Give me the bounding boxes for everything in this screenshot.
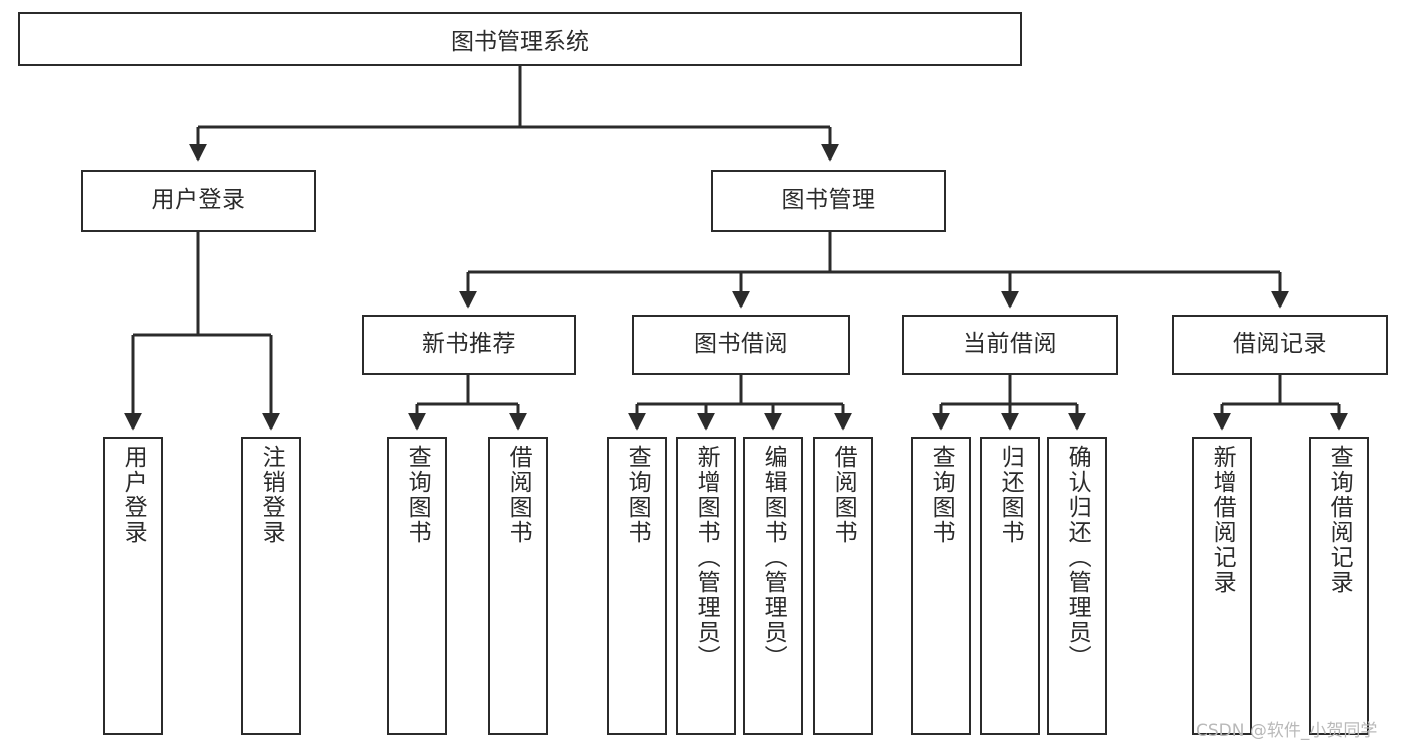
node-leaf-edit-book[interactable]: 编辑图书（管理员） — [743, 437, 803, 735]
node-user-login-label: 用户登录 — [151, 187, 246, 214]
watermark: CSDN @软件_小贺同学 — [1196, 721, 1378, 741]
node-leaf-user-login-label: 用户登录 — [120, 445, 147, 545]
node-borrow-record[interactable]: 借阅记录 — [1172, 315, 1388, 375]
node-leaf-return-book-label: 归还图书 — [997, 445, 1024, 545]
node-book-manage[interactable]: 图书管理 — [711, 170, 946, 232]
node-leaf-confirm-return[interactable]: 确认归还（管理员） — [1047, 437, 1107, 735]
node-leaf-add-book-label: 新增图书（管理员） — [693, 445, 720, 670]
node-leaf-edit-book-label: 编辑图书（管理员） — [760, 445, 787, 670]
node-leaf-add-book[interactable]: 新增图书（管理员） — [676, 437, 736, 735]
node-leaf-logout-label: 注销登录 — [258, 445, 285, 545]
node-leaf-add-record-label: 新增借阅记录 — [1209, 445, 1236, 595]
node-leaf-add-record[interactable]: 新增借阅记录 — [1192, 437, 1252, 735]
node-current-borrow[interactable]: 当前借阅 — [902, 315, 1118, 375]
node-book-manage-label: 图书管理 — [781, 187, 876, 214]
node-leaf-query-book-1[interactable]: 查询图书 — [387, 437, 447, 735]
node-leaf-query-book-2[interactable]: 查询图书 — [607, 437, 667, 735]
node-current-borrow-label: 当前借阅 — [963, 331, 1057, 358]
node-user-login[interactable]: 用户登录 — [81, 170, 316, 232]
node-leaf-query-book-3[interactable]: 查询图书 — [911, 437, 971, 735]
node-leaf-confirm-return-label: 确认归还（管理员） — [1064, 445, 1091, 670]
node-leaf-query-book-2-label: 查询图书 — [624, 445, 651, 545]
node-leaf-query-book-3-label: 查询图书 — [928, 445, 955, 545]
node-leaf-return-book[interactable]: 归还图书 — [980, 437, 1040, 735]
node-leaf-query-record[interactable]: 查询借阅记录 — [1309, 437, 1369, 735]
node-leaf-logout[interactable]: 注销登录 — [241, 437, 301, 735]
node-leaf-query-record-label: 查询借阅记录 — [1326, 445, 1353, 595]
node-book-borrow[interactable]: 图书借阅 — [632, 315, 850, 375]
node-new-book-recommend-label: 新书推荐 — [422, 331, 516, 358]
node-leaf-borrow-book-1[interactable]: 借阅图书 — [488, 437, 548, 735]
node-book-borrow-label: 图书借阅 — [694, 331, 788, 358]
node-root-label: 图书管理系统 — [451, 29, 589, 55]
node-new-book-recommend[interactable]: 新书推荐 — [362, 315, 576, 375]
node-leaf-borrow-book-1-label: 借阅图书 — [505, 445, 532, 545]
node-leaf-user-login[interactable]: 用户登录 — [103, 437, 163, 735]
node-root[interactable]: 图书管理系统 — [18, 12, 1022, 66]
node-leaf-query-book-1-label: 查询图书 — [404, 445, 431, 545]
node-borrow-record-label: 借阅记录 — [1233, 331, 1327, 358]
node-leaf-borrow-book-2[interactable]: 借阅图书 — [813, 437, 873, 735]
node-leaf-borrow-book-2-label: 借阅图书 — [830, 445, 857, 545]
